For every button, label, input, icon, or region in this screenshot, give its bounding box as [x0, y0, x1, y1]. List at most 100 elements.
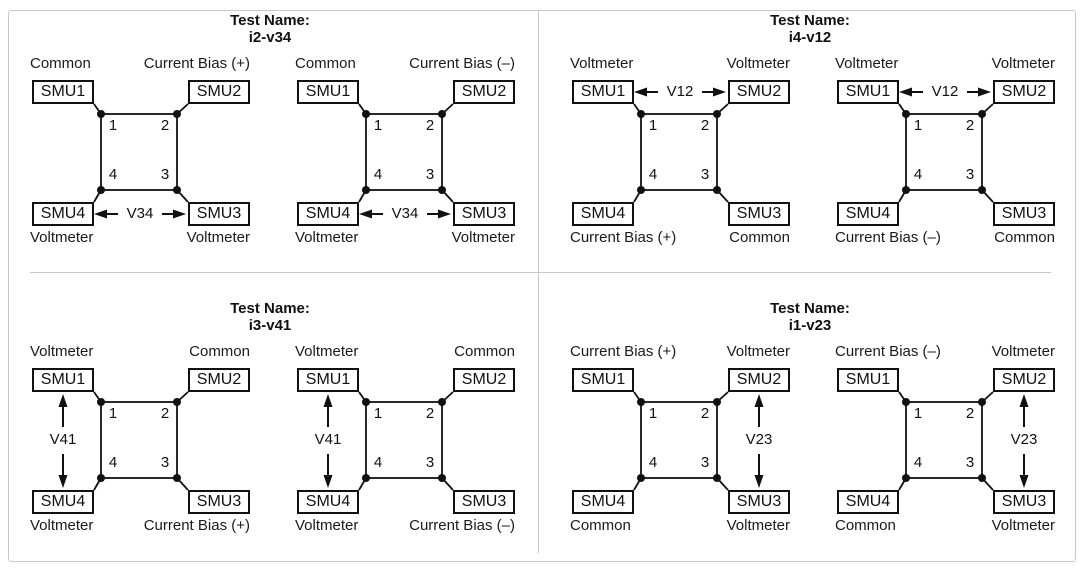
v41-label: V41 — [306, 431, 350, 449]
smu4-role-label: Current Bias (+) — [570, 229, 677, 246]
smu3-role-label: Voltmeter — [186, 229, 250, 246]
test-name-label: Test Name: — [770, 12, 850, 29]
v41-label: V41 — [41, 431, 85, 449]
smu2-role-label: Current Bias (+) — [143, 55, 250, 72]
terminal-2-label: 2 — [965, 117, 975, 134]
v12-label: V12 — [658, 83, 702, 101]
test-name-title: Test Name: i2-v34 — [0, 12, 540, 46]
smu1-role-label: Voltmeter — [295, 343, 359, 360]
vertical-divider — [538, 10, 539, 553]
terminal-2-label: 2 — [700, 117, 710, 134]
smu3-role-label: Common — [994, 229, 1055, 246]
smu3-role-label: Voltmeter — [451, 229, 515, 246]
smu-diagram-i2-v34-negative: Common Current Bias (–) Voltmeter Voltme… — [295, 55, 515, 248]
smu3-role-label: Current Bias (–) — [409, 517, 515, 534]
terminal-3-label: 3 — [965, 166, 975, 183]
smu2-box: SMU2 — [728, 80, 790, 104]
smu4-role-label: Current Bias (–) — [835, 229, 941, 246]
test-id-label: i1-v23 — [788, 317, 832, 334]
test-name-title: Test Name: i4-v12 — [540, 12, 1080, 46]
terminal-3-label: 3 — [160, 166, 170, 183]
smu2-box: SMU2 — [993, 368, 1055, 392]
terminal-1-label: 1 — [648, 405, 658, 422]
test-name-title: Test Name: i1-v23 — [540, 300, 1080, 334]
smu1-box: SMU1 — [837, 80, 899, 104]
test-id-label: i4-v12 — [788, 29, 832, 46]
terminal-3-label: 3 — [965, 454, 975, 471]
smu1-box: SMU1 — [572, 368, 634, 392]
terminal-4-label: 4 — [648, 166, 658, 183]
connection-wires — [323, 391, 454, 491]
smu-diagram-i1-v23-negative: Current Bias (–) Voltmeter Common Voltme… — [835, 343, 1055, 536]
smu2-role-label: Voltmeter — [991, 343, 1055, 360]
smu3-box: SMU3 — [993, 490, 1055, 514]
smu4-role-label: Voltmeter — [30, 229, 94, 246]
connection-wires — [633, 391, 764, 491]
smu4-box: SMU4 — [32, 202, 94, 226]
terminal-2-label: 2 — [965, 405, 975, 422]
v41-voltage-arrows — [323, 394, 333, 488]
smu1-box: SMU1 — [572, 80, 634, 104]
smu2-box: SMU2 — [453, 80, 515, 104]
test-id-label: i2-v34 — [248, 29, 292, 46]
quadrant-i4-v12: Test Name: i4-v12 Voltmeter Voltmeter Cu… — [540, 10, 1080, 272]
terminal-4-label: 4 — [108, 454, 118, 471]
smu4-box: SMU4 — [297, 490, 359, 514]
smu2-role-label: Voltmeter — [991, 55, 1055, 72]
smu-diagram-i3-v41-positive: Voltmeter Common Voltmeter Current Bias … — [30, 343, 250, 536]
connection-wires — [58, 391, 189, 491]
smu1-box: SMU1 — [32, 80, 94, 104]
smu4-box: SMU4 — [837, 490, 899, 514]
smu1-role-label: Voltmeter — [30, 343, 94, 360]
test-name-label: Test Name: — [770, 300, 850, 317]
terminal-4-label: 4 — [108, 166, 118, 183]
smu2-role-label: Common — [454, 343, 515, 360]
smu2-box: SMU2 — [188, 80, 250, 104]
test-name-title: Test Name: i3-v41 — [0, 300, 540, 334]
smu2-role-label: Voltmeter — [726, 343, 790, 360]
smu-diagram-i4-v12-negative: Voltmeter Voltmeter Current Bias (–) Com… — [835, 55, 1055, 248]
terminal-1-label: 1 — [108, 117, 118, 134]
page-border — [8, 10, 1076, 562]
terminal-3-label: 3 — [700, 166, 710, 183]
quadrant-i2-v34: Test Name: i2-v34 Common Current Bias (+… — [0, 10, 540, 272]
terminal-1-label: 1 — [108, 405, 118, 422]
smu-diagram-i1-v23-positive: Current Bias (+) Voltmeter Common Voltme… — [570, 343, 790, 536]
test-name-label: Test Name: — [230, 300, 310, 317]
smu2-box: SMU2 — [188, 368, 250, 392]
connection-wires — [93, 103, 189, 219]
smu1-role-label: Voltmeter — [835, 55, 899, 72]
v23-voltage-arrows — [1019, 394, 1029, 488]
smu4-box: SMU4 — [297, 202, 359, 226]
smu4-box: SMU4 — [572, 490, 634, 514]
quadrant-i3-v41: Test Name: i3-v41 Voltmeter Common Voltm… — [0, 298, 540, 560]
test-name-label: Test Name: — [230, 12, 310, 29]
terminal-2-label: 2 — [700, 405, 710, 422]
smu4-box: SMU4 — [837, 202, 899, 226]
terminal-3-label: 3 — [425, 166, 435, 183]
terminal-3-label: 3 — [700, 454, 710, 471]
smu1-role-label: Current Bias (+) — [570, 343, 677, 360]
terminal-3-label: 3 — [160, 454, 170, 471]
v34-label: V34 — [383, 205, 427, 223]
v23-label: V23 — [1002, 431, 1046, 449]
smu1-box: SMU1 — [297, 368, 359, 392]
smu3-role-label: Common — [729, 229, 790, 246]
smu3-role-label: Voltmeter — [991, 517, 1055, 534]
smu3-box: SMU3 — [728, 202, 790, 226]
terminal-4-label: 4 — [373, 166, 383, 183]
terminal-4-label: 4 — [913, 166, 923, 183]
terminal-1-label: 1 — [373, 405, 383, 422]
smu-diagram-i2-v34-positive: Common Current Bias (+) Voltmeter Voltme… — [30, 55, 250, 248]
terminal-1-label: 1 — [913, 405, 923, 422]
terminal-2-label: 2 — [425, 117, 435, 134]
connection-wires — [898, 87, 994, 203]
connection-wires — [633, 87, 729, 203]
smu1-role-label: Current Bias (–) — [835, 343, 941, 360]
smu1-box: SMU1 — [297, 80, 359, 104]
smu4-role-label: Voltmeter — [295, 517, 359, 534]
smu3-role-label: Voltmeter — [726, 517, 790, 534]
smu3-box: SMU3 — [188, 490, 250, 514]
smu4-box: SMU4 — [32, 490, 94, 514]
terminal-1-label: 1 — [648, 117, 658, 134]
